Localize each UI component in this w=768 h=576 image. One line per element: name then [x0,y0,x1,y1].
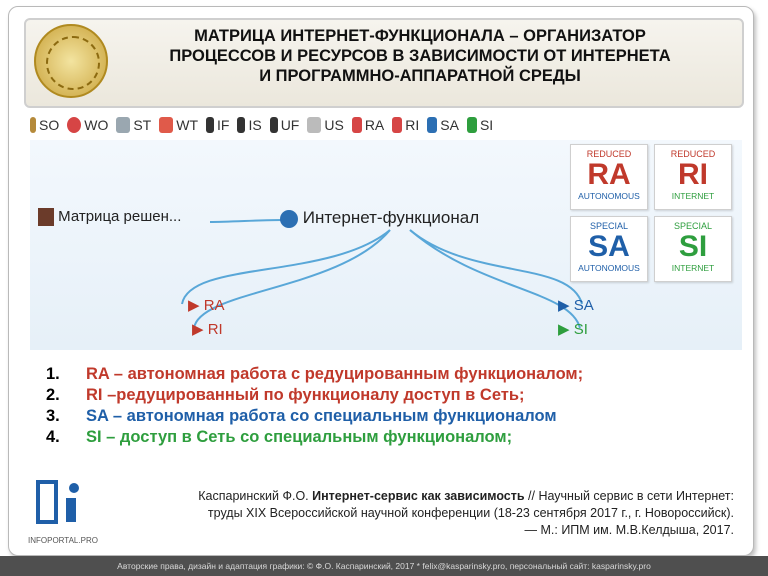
toolbar-item-so[interactable]: SO [30,117,59,133]
arrow-right-icon: ▶ [188,297,200,314]
toolbar-item-ra[interactable]: RA [351,117,384,133]
reference: Каспаринский Ф.О. Интернет-сервис как за… [114,488,734,539]
arrow-right-icon: ▶ [192,321,204,338]
traffic-light-icon [269,117,278,133]
card-si: SPECIAL SI INTERNET [654,216,732,282]
arrow-right-icon [351,117,362,133]
arrow-right-icon [427,117,438,133]
node-internet-functional[interactable]: Интернет-функционал [280,208,479,228]
toolbar-item-ri[interactable]: RI [392,117,419,133]
definitions-list: 1.RA – автономная работа с редуцированны… [46,364,746,448]
copyright-footer: Авторские права, дизайн и адаптация граф… [0,556,768,576]
runner-red-icon [159,117,174,133]
toolbar-item-uf[interactable]: UF [269,117,299,133]
toolbar-item-if[interactable]: IF [206,117,229,133]
infoportal-logo [36,478,92,530]
toolbar-item-wo[interactable]: WO [67,117,108,133]
title-box [24,18,744,108]
runner-icon [116,117,131,133]
node-si[interactable]: ▶ SI [558,321,588,338]
list-item: 1.RA – автономная работа с редуцированны… [46,365,584,383]
reference-line-2: труды XIX Всероссийской научной конферен… [207,506,734,520]
matrix-icon [38,208,54,227]
arrow-right-icon: ▶ [558,321,570,338]
traffic-light-icon [206,117,214,133]
thermometer-icon [30,117,36,133]
traffic-light-icon [237,117,246,133]
toggle-icon [307,117,322,133]
globe-icon [280,209,298,228]
connector-lines [181,219,583,329]
node-matrix[interactable]: Матрица решен... [38,208,181,227]
slide-title: МАТРИЦА ИНТЕРНЕТ-ФУНКЦИОНАЛА – ОРГАНИЗАТ… [110,26,730,86]
logo-caption: INFOPORTAL.PRO [28,536,98,545]
toolbar-item-us[interactable]: US [307,117,344,133]
category-toolbar: SO WO ST WT IF IS UF US RA RI SA SI [30,112,742,138]
toolbar-item-is[interactable]: IS [237,117,262,133]
toolbar-item-si[interactable]: SI [466,117,493,133]
node-sa[interactable]: ▶ SA [558,297,594,314]
toolbar-item-st[interactable]: ST [116,117,151,133]
reference-line-1: Каспаринский Ф.О. Интернет-сервис как за… [198,489,734,503]
node-ra[interactable]: ▶ RA [188,297,225,314]
list-item: 2.RI –редуцированный по функционалу дост… [46,386,525,404]
arrow-right-icon [392,117,403,133]
card-sa: SPECIAL SA AUTONOMOUS [570,216,648,282]
infoportal-icon [36,480,79,524]
card-ra: REDUCED RA AUTONOMOUS [570,144,648,210]
toolbar-item-wt[interactable]: WT [159,117,198,133]
title-line-3: И ПРОГРАММНО-АППАРАТНОЙ СРЕДЫ [259,67,581,85]
card-ri: REDUCED RI INTERNET [654,144,732,210]
arrow-right-icon: ▶ [558,297,570,314]
title-line-2: ПРОЦЕССОВ И РЕСУРСОВ В ЗАВИСИМОСТИ ОТ ИН… [169,47,671,65]
list-item: 4.SI – доступ в Сеть со специальным функ… [46,428,513,446]
title-line-1: МАТРИЦА ИНТЕРНЕТ-ФУНКЦИОНАЛА – ОРГАНИЗАТ… [194,27,646,45]
heart-icon [67,117,82,133]
node-ri[interactable]: ▶ RI [192,321,223,338]
list-item: 3.SA – автономная работа со специальным … [46,407,557,425]
toolbar-item-sa[interactable]: SA [427,117,459,133]
arrow-right-icon [466,117,477,133]
organizer-logo [34,24,108,98]
reference-line-3: — М.: ИПМ им. М.В.Келдыша, 2017. [524,523,734,537]
